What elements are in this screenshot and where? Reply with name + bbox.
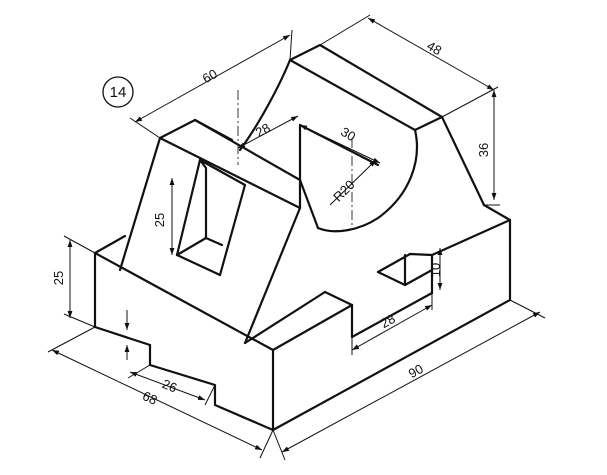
dim-slot-width: 28 <box>378 311 398 331</box>
dim-base-height: 25 <box>51 271 66 285</box>
dim-notch: 26 <box>160 376 179 395</box>
figure-number: 14 <box>102 76 134 108</box>
dim-height-upper: 36 <box>476 143 491 157</box>
dim-window-height: 25 <box>152 213 167 227</box>
upper-block <box>118 43 486 345</box>
dimension-lines <box>47 14 546 461</box>
figure-number-label: 14 <box>110 84 127 101</box>
dim-top-length: 60 <box>200 66 220 86</box>
dim-base-length: 90 <box>406 361 426 381</box>
dim-base-width: 68 <box>140 388 159 408</box>
dim-top-depth: 48 <box>424 38 444 58</box>
dim-step: 10 <box>428 263 443 277</box>
dim-inner-depth: 30 <box>338 124 358 144</box>
dim-inner-width: 28 <box>253 120 273 140</box>
